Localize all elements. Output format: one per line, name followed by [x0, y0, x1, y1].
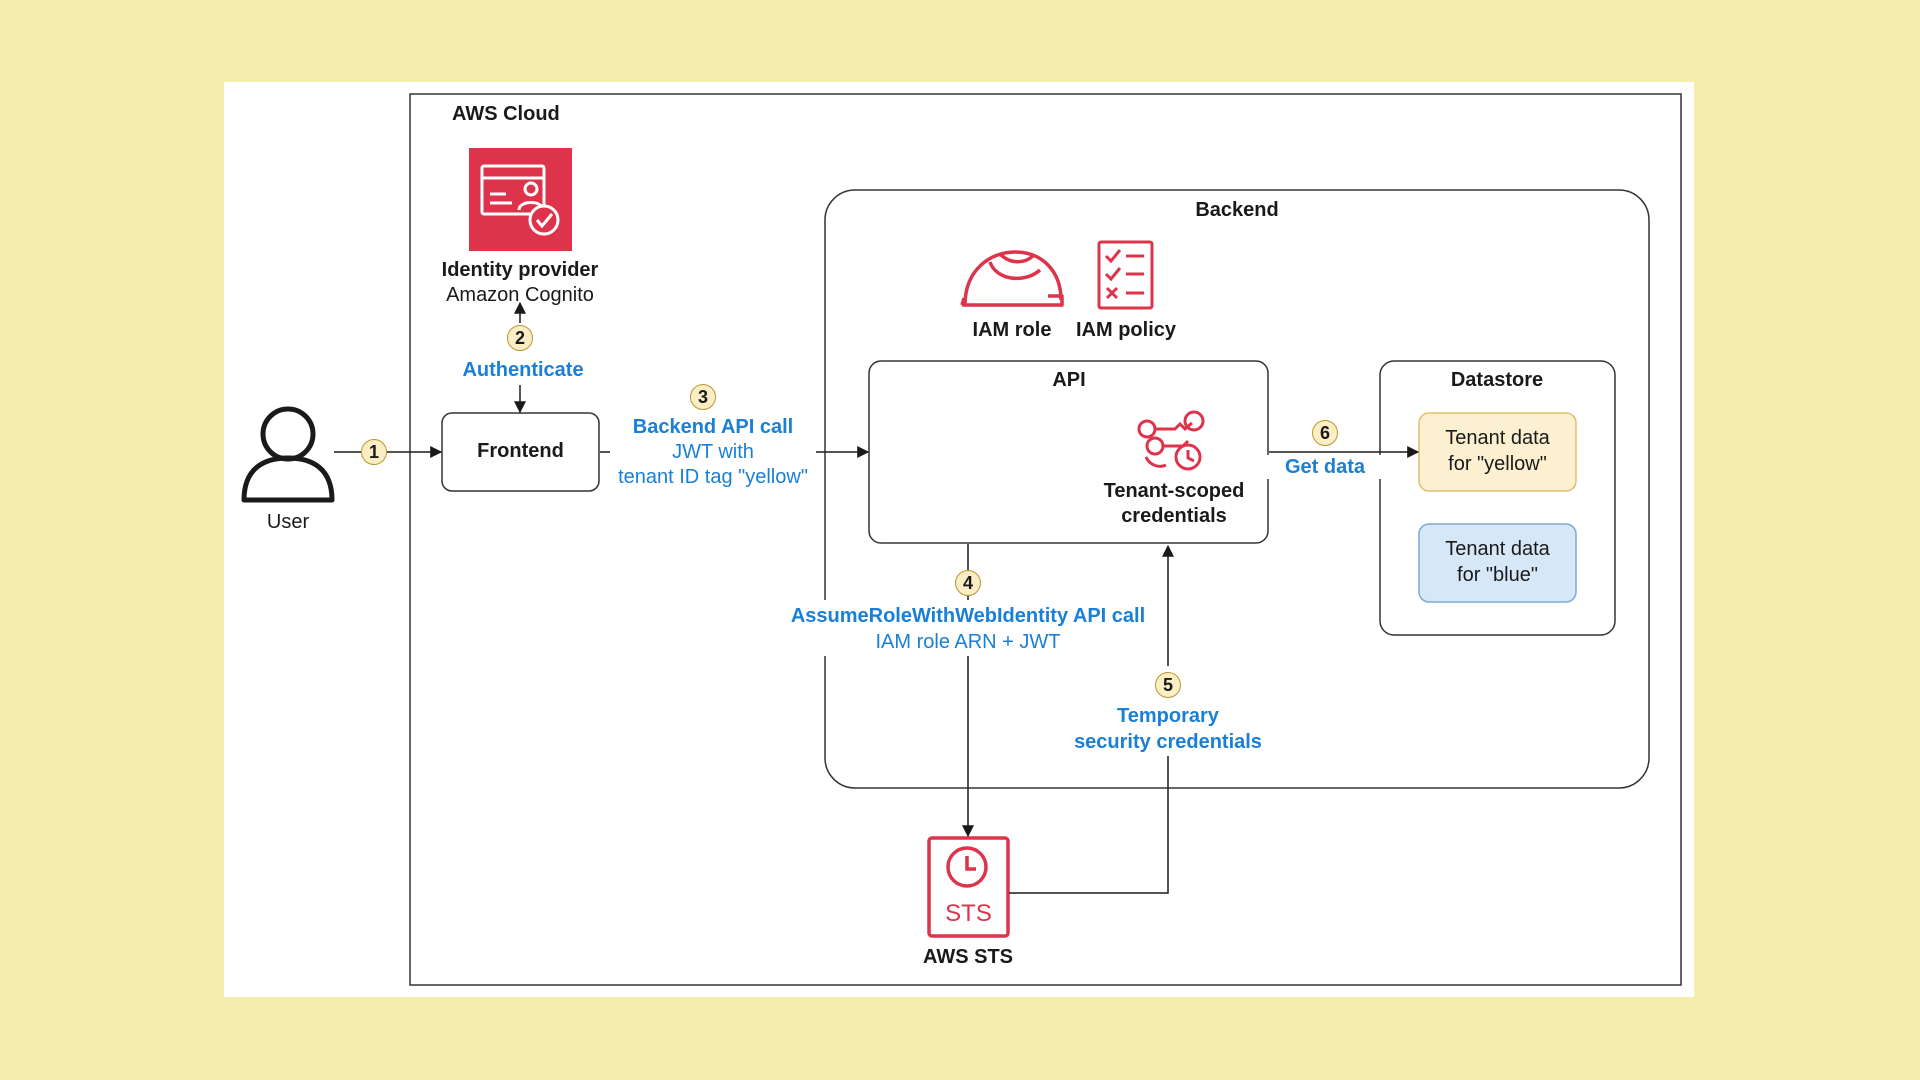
- tenant-blue-box: [1418, 523, 1577, 603]
- user-label: User: [266, 511, 310, 533]
- frontend-label: Frontend: [477, 440, 564, 462]
- step-3-badge: 3: [690, 384, 716, 410]
- step-5-label-line2: security credentials: [1074, 731, 1262, 753]
- iam-role-label: IAM role: [972, 319, 1052, 341]
- datastore-label: Datastore: [1450, 369, 1544, 391]
- backend-label: Backend: [1195, 199, 1279, 221]
- step-6-badge: 6: [1312, 420, 1338, 446]
- step-2-label: Authenticate: [462, 359, 584, 381]
- step-6-label: Get data: [1265, 455, 1385, 479]
- iam-policy-icon: [1097, 240, 1154, 310]
- credentials-label-line2: credentials: [1121, 505, 1227, 527]
- user-icon: [241, 406, 335, 503]
- step-3-label: Backend API call: [632, 416, 794, 438]
- sts-label: AWS STS: [922, 946, 1013, 968]
- iam-policy-label: IAM policy: [1075, 319, 1176, 341]
- credentials-label-line1: Tenant-scoped: [1103, 480, 1245, 502]
- cognito-icon: [469, 148, 572, 251]
- step-4-badge: 4: [955, 570, 981, 596]
- step-3-line2: JWT with: [672, 441, 754, 463]
- step-5-badge: 5: [1155, 672, 1181, 698]
- iam-role-icon: [960, 250, 1064, 307]
- tenant-blue-line1: Tenant data: [1445, 538, 1550, 560]
- api-label: API: [1052, 369, 1086, 391]
- step-2-badge: 2: [507, 325, 533, 351]
- tenant-blue-line2: for "blue": [1457, 564, 1538, 586]
- aws-cloud-group: [409, 93, 1682, 986]
- step-4-line2: IAM role ARN + JWT: [875, 631, 1061, 653]
- arrow-sts-to-api: [1009, 544, 1174, 894]
- sts-icon: [927, 836, 1010, 938]
- tenant-yellow-line2: for "yellow": [1448, 453, 1547, 475]
- tenant-yellow-line1: Tenant data: [1445, 427, 1550, 449]
- step-5-label-line1: Temporary: [1117, 705, 1219, 727]
- step-4-label: AssumeRoleWithWebIdentity API call: [790, 605, 1146, 627]
- backend-group: [824, 189, 1650, 789]
- step-3-line3: tenant ID tag "yellow": [618, 466, 808, 488]
- identity-provider-title: Identity provider: [441, 259, 599, 281]
- step-1-badge: 1: [361, 439, 387, 465]
- sts-icon-text: STS: [945, 900, 992, 927]
- credentials-icon: [1137, 410, 1205, 471]
- aws-cloud-label: AWS Cloud: [452, 103, 560, 125]
- identity-provider-subtitle: Amazon Cognito: [446, 284, 594, 306]
